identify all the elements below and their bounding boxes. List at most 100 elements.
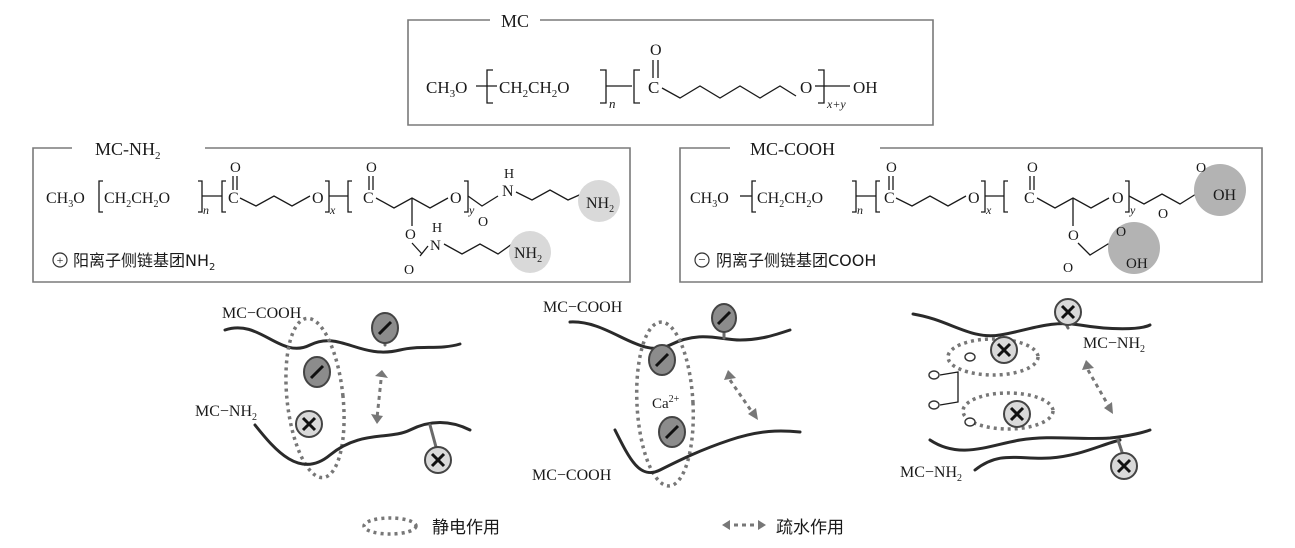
middle-top-label: MC−COOH <box>543 299 623 316</box>
right-bottom-stub <box>1116 438 1124 454</box>
mc-xy-subscript: x+y <box>826 97 846 111</box>
middle-bottom-chain <box>613 428 802 474</box>
nh2-carbamate-o: O <box>478 215 488 230</box>
cooh-n-sub: n <box>857 203 863 217</box>
right-interaction-panel: MC−NH2 MC−NH2 <box>900 298 1152 484</box>
mc-structure-box: MC CH3O CH2CH2O n O C O x+y OH <box>407 11 934 126</box>
cooh-bracket-r3 <box>1125 180 1130 213</box>
cooh-highlight-circle-2 <box>1108 222 1160 274</box>
nh2-bracket-l1 <box>98 180 103 213</box>
mc-nh2-structure-box: MC-NH2 CH3O CH2CH2O n O C O x O C O y O … <box>32 139 631 283</box>
middle-calcium-ion: Ca2+ <box>652 394 680 412</box>
middle-negative-bead-1-mark <box>716 310 732 326</box>
middle-interaction-panel: MC−COOH Ca2+ MC−COOH <box>532 299 802 488</box>
nh2-side-link <box>411 242 429 257</box>
negative-charge-symbol: − <box>698 252 705 267</box>
nh2-side-carbonyl-o: O <box>404 263 414 278</box>
nh2-side-h: H <box>432 221 442 236</box>
mc-ester-o: O <box>800 78 812 97</box>
cooh-bracket-r2 <box>981 180 986 213</box>
left-negative-bead-1-mark <box>377 320 393 336</box>
cooh-o-end: O <box>1112 190 1124 207</box>
cooh-c2: C <box>1024 190 1035 207</box>
legend-hydrophobic-label: 疏水作用 <box>776 518 844 538</box>
mc-bracket-left-2 <box>633 69 640 104</box>
left-hydrophobic-arrow <box>375 379 383 419</box>
left-electrostatic-ellipse <box>284 316 346 480</box>
cooh-keto-o: O <box>1158 207 1168 222</box>
mc-carbon: C <box>648 78 659 97</box>
right-carboxyl-o-4 <box>964 417 976 427</box>
mc-bracket-left-1 <box>486 69 493 104</box>
nh2-c1: C <box>228 190 239 207</box>
mc-ch3o-group: CH3O <box>426 78 467 100</box>
left-positive-bead-1-mark <box>301 416 317 432</box>
nh2-bracket-r2 <box>325 180 330 213</box>
mc-box-border <box>407 19 934 126</box>
cooh-x-sub: x <box>985 203 992 217</box>
right-top-chain <box>911 312 1152 338</box>
right-positive-bead-2-mark <box>996 342 1012 358</box>
nh2-side-chain <box>443 243 513 255</box>
right-bottom-label: MC−NH2 <box>900 464 962 484</box>
cooh-co-double-2 <box>1029 176 1035 190</box>
left-top-chain <box>223 326 462 354</box>
middle-arrow-heads <box>724 370 758 420</box>
right-carboxyl-o-2 <box>928 370 940 380</box>
cooh-acid-oh: OH <box>1213 187 1237 204</box>
left-bottom-label: MC−NH2 <box>195 403 257 423</box>
cooh-side-acid-o: O <box>1116 225 1126 240</box>
cooh-carbonyl-o2: O <box>1027 160 1038 176</box>
cooh-y-sub: y <box>1129 203 1136 217</box>
right-electrostatic-ellipse-1 <box>946 337 1040 377</box>
bottom-legend: 静电作用 疏水作用 <box>362 516 844 538</box>
nh2-amine-chain <box>515 189 587 201</box>
cooh-highlight-circle-1 <box>1194 164 1246 216</box>
cooh-box-border <box>679 147 1263 283</box>
cooh-bracket-l3 <box>1003 180 1008 213</box>
legend-electrostatic-label: 静电作用 <box>432 518 500 538</box>
nh2-bracket-r3 <box>464 180 469 213</box>
mc-peg-unit: CH2CH2O <box>499 78 570 100</box>
right-bottom-chain-lower <box>973 438 1122 472</box>
right-arrow-heads <box>1082 360 1113 414</box>
mc-bracket-right-1 <box>600 69 607 104</box>
left-top-label: MC−COOH <box>222 305 302 322</box>
mc-bracket-right-2 <box>818 69 825 104</box>
nh2-box-title: MC-NH2 <box>95 139 161 162</box>
nh2-legend-text: 阳离子侧链基团NH2 <box>73 251 215 273</box>
nh2-nh-h: H <box>504 167 514 182</box>
cooh-bracket-l1 <box>751 180 756 213</box>
mc-caprolactone-chain <box>661 85 797 99</box>
left-positive-bead-2-mark <box>430 452 446 468</box>
nh2-bracket-r1 <box>198 180 203 213</box>
left-negative-bead-2-mark <box>309 364 325 380</box>
left-bottom-stub <box>428 423 438 449</box>
right-positive-bead-4-mark <box>1116 458 1132 474</box>
nh2-bracket-l2 <box>221 180 226 213</box>
right-electrostatic-ellipse-2 <box>961 391 1055 431</box>
nh2-co-double-2 <box>368 176 374 190</box>
cooh-carbonyl-o1: O <box>886 160 897 176</box>
cooh-succinate-chain <box>1128 193 1197 205</box>
left-interaction-panel: MC−COOH MC−NH2 <box>195 305 472 480</box>
nh2-terminal-amine: NH2 <box>586 195 614 215</box>
right-hydrophobic-arrow <box>1086 369 1110 406</box>
nh2-carbonyl-o2: O <box>366 160 377 176</box>
middle-negative-bead-3-mark <box>664 424 680 440</box>
cooh-pcl-chain <box>895 195 967 207</box>
nh2-side-n: N <box>430 238 441 254</box>
cooh-legend-text: 阴离子侧链基团COOH <box>716 251 876 270</box>
nh2-highlight-circle-1 <box>578 180 620 222</box>
nh2-carbonyl-o1: O <box>230 160 241 176</box>
cooh-bracket-l2 <box>875 180 880 213</box>
nh2-x-sub: x <box>329 203 336 217</box>
right-positive-bead-1-mark <box>1060 304 1076 320</box>
nh2-co-double-1 <box>232 176 238 190</box>
cooh-peg: CH2CH2O <box>757 190 823 210</box>
cooh-side-oh: OH <box>1126 256 1148 272</box>
mc-carbonyl-double-bond <box>652 60 659 78</box>
nh2-o-end: O <box>450 190 462 207</box>
nh2-box-border <box>32 147 631 283</box>
